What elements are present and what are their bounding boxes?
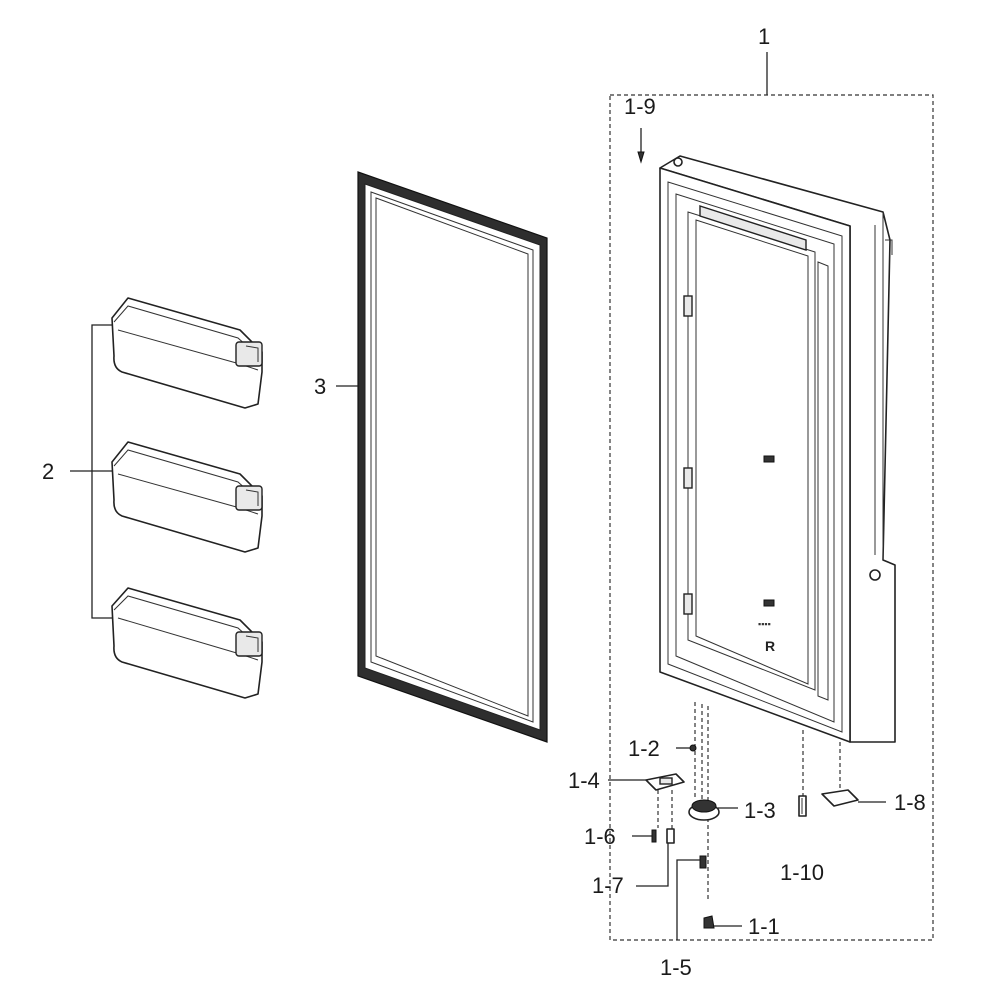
door-gasket	[357, 171, 548, 743]
screw-1-2	[676, 744, 697, 752]
hinge-cap-1-3	[688, 799, 738, 821]
pin-1-7	[636, 828, 675, 887]
callout-1-10: 1-10	[780, 860, 824, 885]
screw-1-9	[637, 128, 645, 164]
callout-1-3: 1-3	[744, 798, 776, 823]
door-model-tag: R	[765, 638, 775, 654]
door-bin-middle	[111, 441, 263, 553]
pin-1-6	[632, 829, 657, 843]
callout-3: 3	[314, 374, 326, 399]
callout-1: 1	[758, 24, 770, 49]
callout-1-8: 1-8	[894, 790, 926, 815]
assembly-guides	[657, 702, 841, 900]
bar-1-10	[798, 795, 807, 817]
block-1-8	[821, 789, 886, 807]
callout-1-4: 1-4	[568, 768, 600, 793]
door-assembly: ▪▪▪▪ R	[659, 155, 896, 743]
hinge-plate-1-4	[608, 773, 685, 791]
door-bin-top	[111, 297, 263, 409]
callout-1-1: 1-1	[748, 914, 780, 939]
callout-1-7: 1-7	[592, 873, 624, 898]
callout-2: 2	[42, 459, 54, 484]
svg-text:▪▪▪▪: ▪▪▪▪	[758, 619, 771, 629]
callout-1-6: 1-6	[584, 824, 616, 849]
callout-1-5: 1-5	[660, 955, 692, 980]
assembly-1-boundary	[609, 52, 934, 941]
screw-1-5	[676, 855, 707, 940]
callout-1-2: 1-2	[628, 736, 660, 761]
hinge-pin-1-1	[703, 915, 742, 929]
callout-1-9: 1-9	[624, 94, 656, 119]
door-bin-bottom	[111, 587, 263, 699]
callout-2-bracket	[70, 324, 112, 619]
